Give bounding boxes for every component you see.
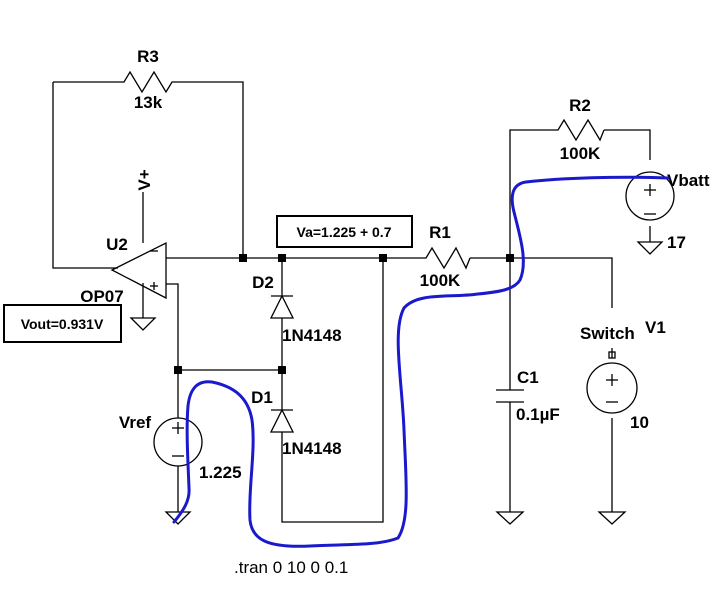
va-text: Va=1.225 + 0.7: [297, 224, 392, 240]
r3-name: R3: [137, 47, 159, 66]
vref-name: Vref: [119, 413, 151, 432]
spice-directive: .tran 0 10 0 0.1: [234, 558, 348, 577]
resistor-r2[interactable]: R2 100K: [552, 96, 605, 163]
ground-symbol: [129, 317, 157, 331]
ground-symbol: [636, 241, 664, 255]
d2-name: D2: [252, 273, 274, 292]
capacitor-c1[interactable]: C1 0.1µF: [496, 368, 560, 424]
junctions: [174, 254, 514, 374]
diode-d1[interactable]: D1 1N4148: [251, 388, 341, 458]
c1-value: 0.1µF: [516, 405, 560, 424]
wires: [52, 81, 651, 523]
junction-dot: [278, 254, 286, 262]
vbatt-name: Vbatt: [667, 171, 710, 190]
grounds: [129, 241, 664, 525]
ground-symbol: [164, 511, 192, 525]
junction-dot: [278, 366, 286, 374]
junction-dot: [506, 254, 514, 262]
vref-value: 1.225: [199, 463, 242, 482]
vout-text: Vout=0.931V: [21, 316, 104, 332]
freehand-annotation: [172, 175, 670, 548]
r2-value: 100K: [560, 144, 601, 163]
port-marker: [608, 351, 616, 359]
junction-dot: [379, 254, 387, 262]
resistor-r3[interactable]: R3 13k: [118, 47, 178, 112]
u2-supply-label: V+: [135, 169, 154, 190]
opamp-u2[interactable]: U2 OP07 V+: [80, 169, 167, 306]
v1-name: V1: [645, 318, 666, 337]
d1-model: 1N4148: [282, 439, 342, 458]
u2-model: OP07: [80, 287, 123, 306]
ground-symbol: [495, 511, 525, 525]
ground-symbol: [597, 511, 627, 525]
junction-dot: [174, 366, 182, 374]
r2-name: R2: [569, 96, 591, 115]
voltage-source-vbatt[interactable]: Vbatt 17: [625, 171, 710, 252]
r1-value: 100K: [420, 271, 461, 290]
u2-name: U2: [106, 235, 128, 254]
d1-name: D1: [251, 388, 273, 407]
voltage-source-vref[interactable]: Vref 1.225: [119, 413, 242, 482]
voltage-source-v1[interactable]: Switch V1 10: [580, 318, 666, 432]
r1-name: R1: [429, 223, 451, 242]
c1-name: C1: [517, 368, 539, 387]
d2-model: 1N4148: [282, 326, 342, 345]
junction-dot: [239, 254, 247, 262]
resistor-r1[interactable]: R1 100K: [420, 223, 471, 290]
diode-d2[interactable]: D2 1N4148: [252, 273, 341, 345]
va-annotation: Va=1.225 + 0.7: [276, 215, 413, 248]
vout-annotation: Vout=0.931V: [3, 304, 122, 343]
v1-value: 10: [630, 413, 649, 432]
r3-value: 13k: [134, 93, 163, 112]
vbatt-value: 17: [667, 233, 686, 252]
v1-net-label: Switch: [580, 324, 635, 343]
